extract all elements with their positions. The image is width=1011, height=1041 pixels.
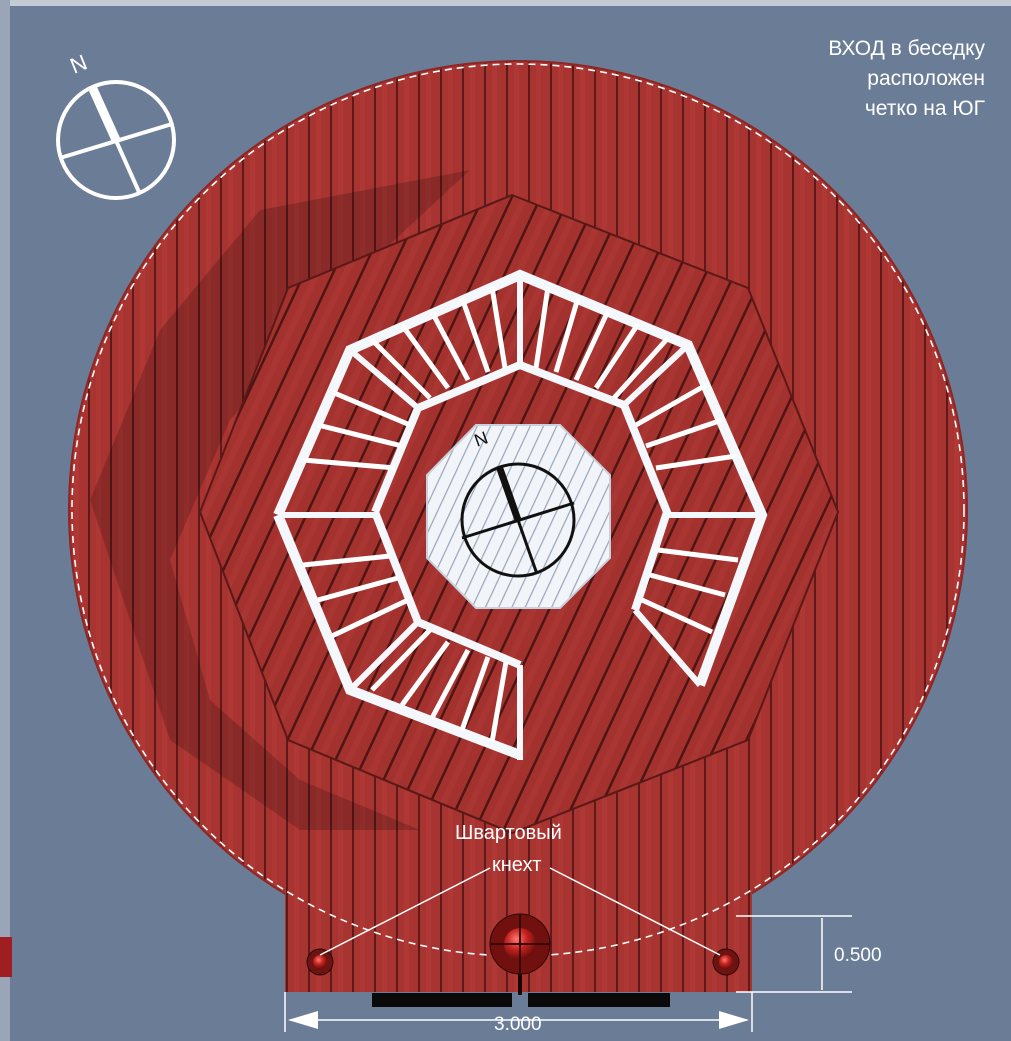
callout-label-line-2: кнехт: [492, 854, 542, 876]
dimension-width-label: 3.000: [494, 1014, 542, 1035]
entrance-note-line-1: ВХОД в беседку: [828, 37, 985, 60]
gazebo-shadow: [90, 170, 470, 830]
pier-step-left: [372, 993, 512, 1007]
compass-icon: [56, 80, 176, 200]
left-edge-marker: [0, 937, 12, 977]
compass-north-label: N: [67, 50, 91, 79]
bench-ring: [273, 269, 768, 760]
dimension-depth-label: 0.500: [834, 945, 882, 966]
center-compass-icon: [460, 462, 576, 578]
entrance-note: ВХОД в беседку расположен четко на ЮГ: [828, 34, 985, 124]
entrance-note-line-3: четко на ЮГ: [864, 97, 985, 120]
center-compass-north-label: N: [472, 428, 491, 451]
top-edge: [0, 0, 1011, 6]
callout-leaders: [319, 867, 721, 956]
entrance-note-line-2: расположен: [867, 67, 985, 90]
left-edge: [0, 0, 10, 1041]
bollard-center-icon: [489, 913, 551, 995]
dimension-width: [284, 992, 753, 1032]
dimension-depth: [736, 915, 852, 993]
callout-label-line-1: Швартовый: [455, 822, 562, 844]
bollard-left-icon: [306, 948, 334, 976]
pier-step-right: [528, 993, 670, 1007]
